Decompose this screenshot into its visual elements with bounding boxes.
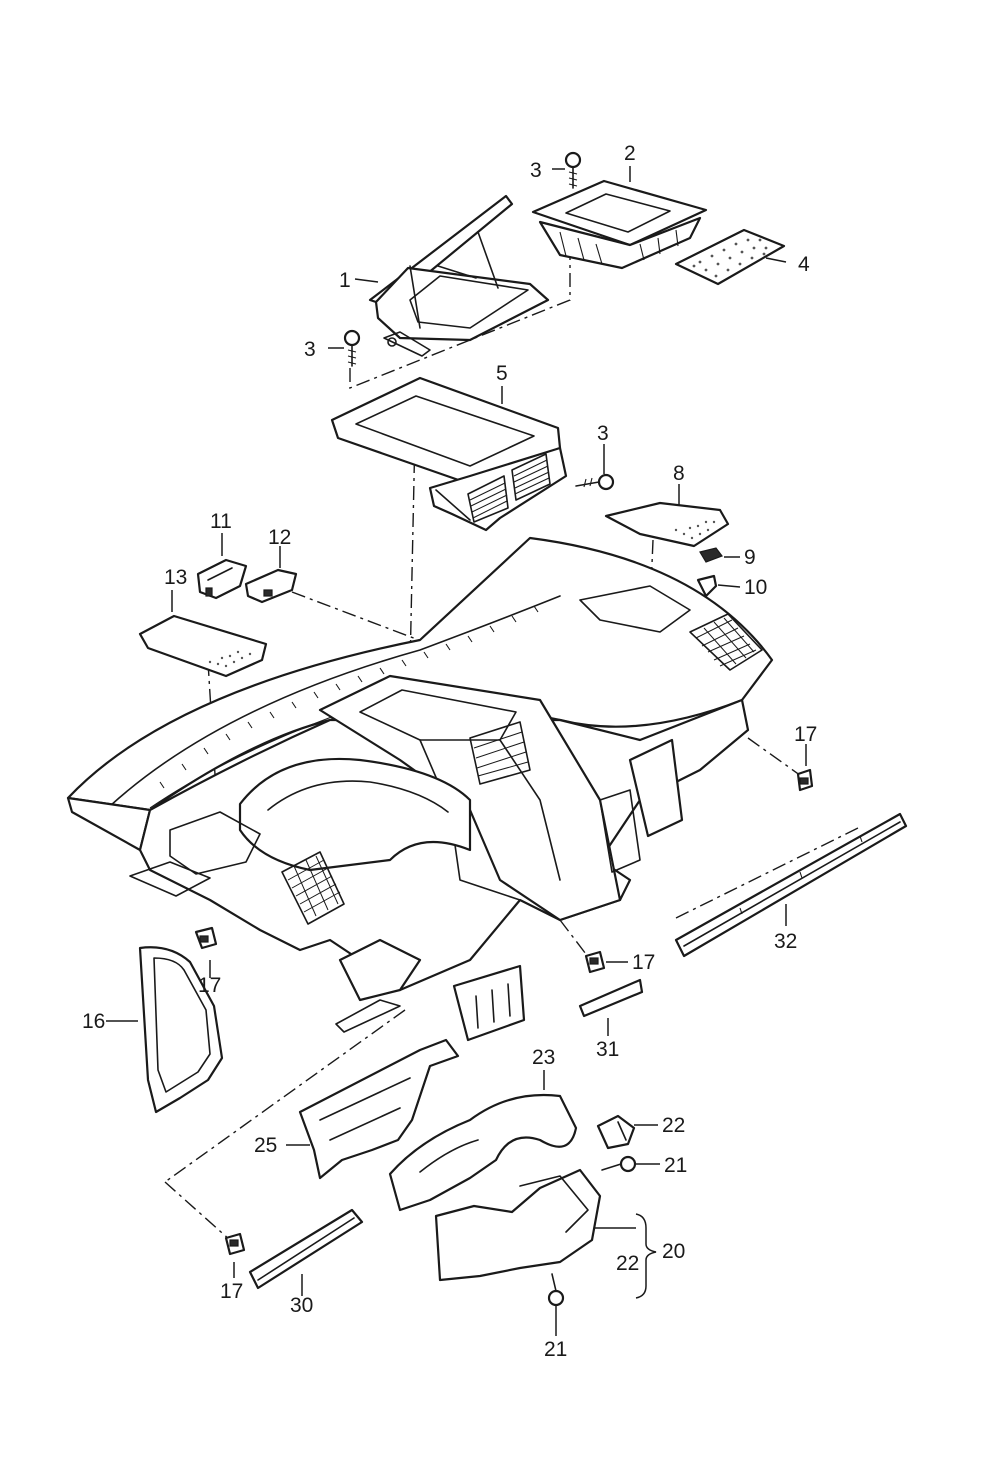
callout-13: 12 — [268, 526, 291, 549]
part-trim-31 — [578, 978, 644, 1018]
part-upper-column-shroud — [388, 1093, 578, 1212]
callout-3: 3 — [304, 338, 316, 361]
callout-21: 21 — [544, 1338, 567, 1361]
callout-8: 8 — [673, 462, 685, 485]
part-screw-3-top — [564, 151, 582, 189]
part-storage-tray — [531, 179, 708, 270]
part-screw-21-upper — [601, 1155, 637, 1173]
callout-1: 1 — [339, 269, 351, 292]
callout-9: 13 — [164, 566, 187, 589]
callout-32: 32 — [774, 930, 797, 953]
callout-17: 17 — [794, 723, 817, 746]
part-lower-trim-30 — [248, 1208, 364, 1290]
left-air-vent — [281, 851, 345, 925]
part-switch-13 — [244, 568, 298, 604]
callout-23: 23 — [532, 1046, 555, 1069]
alignment-lines — [164, 252, 859, 1241]
callout-3: 3 — [597, 422, 609, 445]
center-vent-right — [511, 453, 551, 501]
callout-22: 22 — [616, 1252, 639, 1275]
part-clip-17-left — [194, 926, 218, 950]
callout-21: 21 — [664, 1154, 687, 1177]
right-air-vent — [689, 613, 763, 671]
part-screw-21-lower — [547, 1273, 565, 1307]
part-clip-10 — [699, 547, 723, 563]
part-side-trim-seal — [138, 946, 224, 1114]
part-clip-17-bottom — [224, 1232, 246, 1256]
part-column-switch — [596, 1114, 636, 1150]
callout-11: 10 — [744, 576, 767, 599]
callout-17: 17 — [220, 1280, 243, 1303]
leader-lines — [106, 166, 807, 1336]
callout-labels: 1 2 3 3 3 4 5 8 9 10 11 12 13 16 17 17 1… — [82, 142, 817, 1361]
callout-4: 4 — [798, 253, 810, 276]
callout-10: 9 — [744, 546, 756, 569]
callout-2: 2 — [624, 142, 636, 165]
part-lower-column-shroud — [434, 1168, 602, 1282]
callout-17: 17 — [198, 974, 221, 997]
callout-30: 30 — [290, 1294, 313, 1317]
part-long-trim-strip — [674, 812, 908, 958]
callout-20: 20 — [662, 1240, 685, 1263]
part-clip-17-center — [584, 950, 606, 974]
callout-17: 17 — [632, 951, 655, 974]
part-storage-lid — [368, 194, 550, 357]
part-left-cover — [138, 614, 268, 678]
part-tray-mat — [674, 228, 786, 286]
callout-12: 11 — [210, 510, 232, 533]
part-switch-12 — [196, 558, 248, 600]
part-center-vent-housing — [330, 376, 568, 532]
callout-31: 31 — [596, 1038, 619, 1061]
part-right-cover — [604, 501, 730, 548]
center-vent-left — [467, 475, 509, 523]
part-knee-bolster — [298, 1038, 460, 1180]
callout-5: 5 — [496, 362, 508, 385]
callout-16: 16 — [82, 1010, 105, 1033]
part-screw-3-right — [575, 473, 615, 491]
callout-3: 3 — [530, 159, 542, 182]
part-clip-11 — [696, 574, 718, 598]
part-dashboard-main — [66, 536, 774, 1042]
callout-25: 25 — [254, 1134, 277, 1157]
part-clip-17-right — [796, 768, 814, 792]
part-screw-3-left — [343, 329, 361, 367]
callout-22: 22 — [662, 1114, 685, 1137]
